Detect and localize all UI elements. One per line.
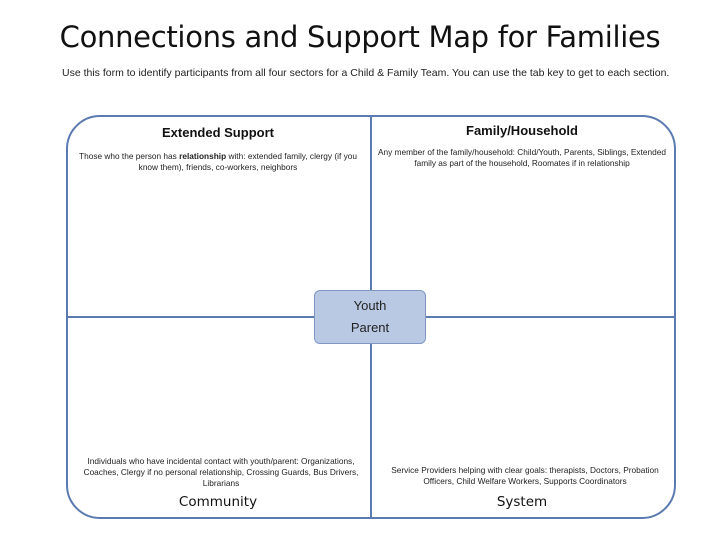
system-label: System	[496, 494, 548, 510]
instructions-text: Use this form to identify participants f…	[62, 67, 670, 79]
page-title: Connections and Support Map for Families	[59, 20, 661, 54]
extended-support-description[interactable]: Those who the person has relationship wi…	[74, 151, 362, 173]
center-parent-label: Parent	[350, 320, 390, 335]
youth-parent-center-box: Youth Parent	[314, 290, 426, 344]
family-household-title: Family/Household	[466, 123, 578, 138]
center-youth-label: Youth	[353, 298, 387, 313]
extended-desc-bold: relationship	[179, 151, 227, 161]
family-household-description[interactable]: Any member of the family/household: Chil…	[378, 147, 666, 168]
extended-desc-part1: Those who the person has	[79, 151, 180, 161]
system-description[interactable]: Service Providers helping with clear goa…	[391, 465, 659, 486]
extended-support-title: Extended Support	[162, 125, 274, 140]
extended-desc-part2: with: extended family, clergy (if you kn…	[138, 151, 357, 172]
community-label: Community	[178, 494, 258, 510]
community-description[interactable]: Individuals who have incidental contact …	[83, 456, 359, 488]
